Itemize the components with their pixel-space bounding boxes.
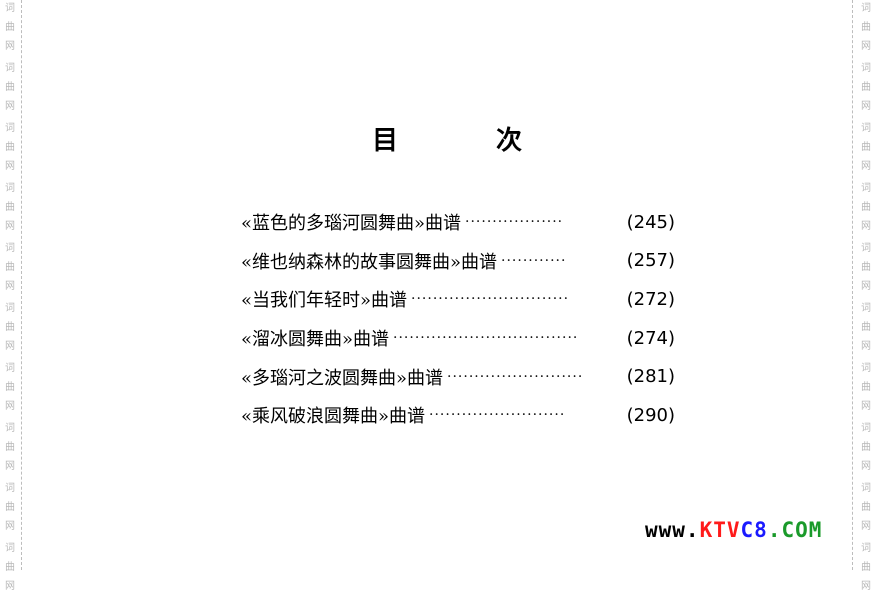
watermark-char: 词 (5, 3, 15, 14)
toc-page: (274) (626, 327, 675, 349)
site-logo-watermark: www.KTVC8.COM (645, 518, 822, 542)
toc-title: «乘风破浪圆舞曲»曲谱 (241, 406, 426, 428)
right-watermark-strip: 词曲网词曲网词曲网词曲网词曲网词曲网词曲网词曲网词曲网词曲网 (856, 0, 874, 592)
title-char-right: 次 (496, 126, 523, 156)
watermark-char: 曲 (861, 442, 871, 453)
watermark-char: 网 (5, 101, 15, 112)
toc-leader: ························· (429, 407, 566, 424)
watermark-char: 曲 (861, 22, 871, 33)
watermark-char: 网 (5, 41, 15, 52)
watermark-char: 词 (5, 123, 15, 134)
watermark-char: 词 (861, 483, 871, 494)
watermark-char: 曲 (861, 562, 871, 573)
watermark-char: 曲 (5, 382, 15, 393)
watermark-char: 网 (5, 461, 15, 472)
watermark-char: 曲 (861, 382, 871, 393)
logo-part-www: www. (645, 518, 700, 542)
title-char-left: 目 (372, 126, 399, 156)
watermark-char: 网 (861, 281, 871, 292)
watermark-char: 词 (861, 63, 871, 74)
watermark-char: 曲 (861, 82, 871, 93)
toc-row: «当我们年轻时»曲谱 ·····························… (241, 280, 675, 319)
watermark-char: 词 (861, 123, 871, 134)
watermark-char: 网 (861, 101, 871, 112)
toc-title: «当我们年轻时»曲谱 (241, 290, 408, 312)
toc-leader: ·················· (465, 214, 564, 231)
watermark-char: 曲 (5, 262, 15, 273)
watermark-char: 曲 (5, 442, 15, 453)
logo-part-ktv: KTV (699, 518, 741, 542)
watermark-char: 曲 (5, 502, 15, 513)
watermark-char: 网 (861, 401, 871, 412)
toc-leader: ························· (447, 368, 584, 385)
toc-page: (257) (626, 250, 675, 272)
toc-row: «多瑙河之波圆舞曲»曲谱 ························· (… (241, 357, 675, 396)
watermark-char: 网 (5, 581, 15, 592)
watermark-char: 网 (5, 161, 15, 172)
left-dashed-margin-line (21, 0, 22, 570)
watermark-char: 词 (861, 243, 871, 254)
toc-title: «蓝色的多瑙河圆舞曲»曲谱 (241, 213, 462, 235)
toc-title: «维也纳森林的故事圆舞曲»曲谱 (241, 251, 498, 273)
watermark-char: 网 (5, 281, 15, 292)
watermark-char: 词 (5, 183, 15, 194)
watermark-char: 词 (5, 423, 15, 434)
toc-row: «溜冰圆舞曲»曲谱 ······························… (241, 319, 675, 358)
watermark-char: 词 (5, 63, 15, 74)
watermark-char: 词 (5, 363, 15, 374)
watermark-char: 网 (861, 41, 871, 52)
toc-row: «乘风破浪圆舞曲»曲谱 ························· (2… (241, 396, 675, 435)
watermark-char: 词 (5, 303, 15, 314)
toc-page: (281) (626, 366, 675, 388)
watermark-char: 词 (5, 243, 15, 254)
toc-leader: ····························· (411, 291, 570, 308)
watermark-char: 曲 (861, 202, 871, 213)
watermark-char: 曲 (5, 322, 15, 333)
toc-row: «蓝色的多瑙河圆舞曲»曲谱 ·················· (245) (241, 203, 675, 242)
watermark-char: 网 (5, 521, 15, 532)
watermark-char: 曲 (5, 202, 15, 213)
watermark-char: 曲 (5, 82, 15, 93)
toc-page: (290) (626, 404, 675, 426)
watermark-char: 网 (5, 221, 15, 232)
watermark-char: 词 (861, 303, 871, 314)
right-dashed-margin-line (852, 0, 853, 570)
watermark-char: 词 (5, 543, 15, 554)
watermark-char: 曲 (861, 262, 871, 273)
watermark-char: 网 (5, 341, 15, 352)
toc-leader: ·································· (393, 330, 579, 347)
watermark-char: 词 (861, 183, 871, 194)
logo-part-c8: C8 (740, 518, 768, 542)
logo-part-com: .COM (767, 518, 823, 542)
watermark-char: 网 (861, 221, 871, 232)
left-watermark-strip: 词曲网词曲网词曲网词曲网词曲网词曲网词曲网词曲网词曲网词曲网 (0, 0, 20, 592)
watermark-char: 词 (5, 483, 15, 494)
watermark-char: 网 (861, 521, 871, 532)
toc-row: «维也纳森林的故事圆舞曲»曲谱 ············ (257) (241, 242, 675, 281)
watermark-char: 曲 (861, 322, 871, 333)
watermark-char: 词 (861, 543, 871, 554)
table-of-contents: «蓝色的多瑙河圆舞曲»曲谱 ·················· (245) «… (241, 203, 675, 435)
watermark-char: 词 (861, 363, 871, 374)
toc-leader: ············ (501, 252, 567, 269)
watermark-char: 网 (861, 341, 871, 352)
toc-title: «溜冰圆舞曲»曲谱 (241, 329, 390, 351)
watermark-char: 曲 (861, 502, 871, 513)
watermark-char: 网 (5, 401, 15, 412)
watermark-char: 网 (861, 161, 871, 172)
watermark-char: 网 (861, 461, 871, 472)
watermark-char: 曲 (5, 562, 15, 573)
watermark-char: 词 (861, 423, 871, 434)
watermark-char: 曲 (5, 142, 15, 153)
toc-page: (272) (626, 288, 675, 310)
toc-page: (245) (626, 211, 675, 233)
watermark-char: 曲 (5, 22, 15, 33)
watermark-char: 词 (861, 3, 871, 14)
toc-title: «多瑙河之波圆舞曲»曲谱 (241, 367, 444, 389)
watermark-char: 网 (861, 581, 871, 592)
watermark-char: 曲 (861, 142, 871, 153)
